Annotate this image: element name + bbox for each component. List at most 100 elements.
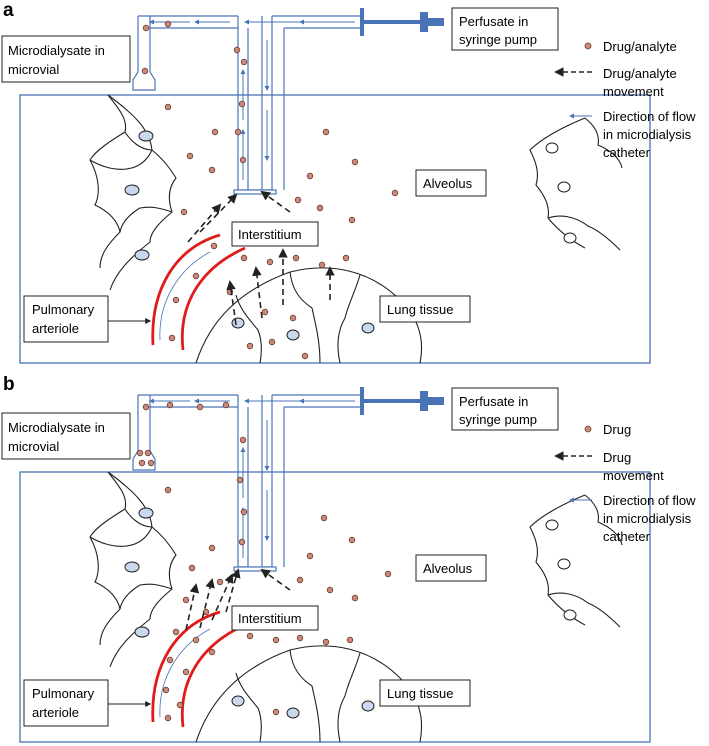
panel-b: b bbox=[1, 374, 696, 743]
cell-nucleus bbox=[138, 507, 154, 519]
drug-dot-icon bbox=[164, 20, 172, 28]
drug-dot-icon bbox=[296, 634, 304, 642]
lung-tissue-box bbox=[379, 679, 471, 707]
legend-flow-label: catheter bbox=[603, 529, 651, 544]
perfusate-label: Perfusate in bbox=[459, 394, 528, 409]
legend-dot-label: Drug/analyte bbox=[603, 39, 677, 54]
drug-movement-arrows bbox=[185, 568, 291, 631]
drug-dot-icon bbox=[326, 586, 334, 594]
cell-nucleus bbox=[138, 130, 154, 142]
drug-dot-icon bbox=[162, 686, 170, 694]
lung-tissue-box bbox=[379, 295, 471, 323]
microvial-label: Microdialysate in bbox=[8, 43, 105, 58]
cell-nucleus bbox=[286, 707, 300, 719]
legend: Drug Drug movement Direction of flow in … bbox=[554, 422, 696, 544]
drug-dot-icon bbox=[346, 636, 354, 644]
alveolus-box bbox=[415, 169, 487, 197]
drug-dot-icon bbox=[240, 508, 248, 516]
cell-nucleus bbox=[231, 317, 245, 329]
syringe-icon bbox=[360, 387, 444, 415]
cell-nucleus bbox=[557, 558, 571, 570]
cell-nuclei-bottom bbox=[231, 695, 375, 719]
drug-dot-icon bbox=[188, 564, 196, 572]
alveolus-label: Alveolus bbox=[423, 561, 473, 576]
legend-move-label: Drug bbox=[603, 450, 631, 465]
cell-nucleus bbox=[286, 329, 300, 341]
drug-dot-icon bbox=[172, 628, 180, 636]
drug-dot-icon bbox=[138, 459, 146, 467]
drug-dot-icon bbox=[192, 636, 200, 644]
drug-dot-icon bbox=[240, 254, 248, 262]
drug-dot-icon bbox=[142, 24, 150, 32]
microvial-label: microvial bbox=[8, 62, 59, 77]
drug-dot-icon bbox=[164, 714, 172, 722]
cell-nucleus bbox=[563, 609, 577, 621]
drug-dot-icon bbox=[208, 544, 216, 552]
drug-dot-icon bbox=[182, 596, 190, 604]
drug-dot-icon bbox=[208, 648, 216, 656]
alveolus-box bbox=[415, 554, 487, 582]
drug-dot-icon bbox=[272, 708, 280, 716]
drug-dot-icon bbox=[239, 156, 247, 164]
drug-dot-icon bbox=[351, 158, 359, 166]
cell-nuclei-left bbox=[124, 130, 154, 261]
interstitium-label: Interstitium bbox=[238, 227, 302, 242]
drug-dot-icon bbox=[147, 459, 155, 467]
microvial-box bbox=[1, 35, 131, 83]
drug-dot-icon bbox=[186, 152, 194, 160]
drug-dot-icon bbox=[180, 208, 188, 216]
panel-letter: b bbox=[3, 374, 15, 395]
drug-dot-icon bbox=[266, 258, 274, 266]
cell-nuclei-right bbox=[545, 142, 577, 244]
drug-dot-icon bbox=[172, 296, 180, 304]
perfusate-label: syringe pump bbox=[459, 32, 537, 47]
drug-dot-icon bbox=[246, 342, 254, 350]
alveolus-left bbox=[89, 94, 177, 291]
cell-nucleus bbox=[124, 561, 140, 573]
interstitium-box bbox=[231, 221, 319, 247]
lung-tissue-label: Lung tissue bbox=[387, 302, 454, 317]
drug-dot-icon bbox=[238, 538, 246, 546]
drug-dot-icon bbox=[268, 338, 276, 346]
perfusate-label: Perfusate in bbox=[459, 14, 528, 29]
cell-nucleus bbox=[361, 700, 375, 712]
cell-nucleus bbox=[545, 519, 559, 531]
drug-dot-icon bbox=[322, 128, 330, 136]
microvial-box bbox=[1, 412, 131, 460]
drug-dot-icon bbox=[261, 308, 269, 316]
interstitium-label: Interstitium bbox=[238, 611, 302, 626]
drug-dot-icon bbox=[272, 636, 280, 644]
drug-dot-icon bbox=[296, 576, 304, 584]
drug-dot-icon bbox=[236, 476, 244, 484]
drug-dot-icon bbox=[306, 552, 314, 560]
cell-nucleus bbox=[124, 184, 140, 196]
arteriole-label: Pulmonary bbox=[32, 686, 95, 701]
drug-dot-icon bbox=[192, 272, 200, 280]
alveolus-right bbox=[529, 117, 623, 251]
cell-nuclei-bottom bbox=[231, 317, 375, 341]
legend-flow-label: in microdialysis bbox=[603, 127, 692, 142]
alveolus-label: Alveolus bbox=[423, 176, 473, 191]
tissue-frame bbox=[19, 94, 651, 364]
drug-dot-icon bbox=[141, 67, 149, 75]
syringe-icon bbox=[360, 8, 444, 36]
drug-dot-icon bbox=[216, 578, 224, 586]
drug-dot-icon bbox=[239, 436, 247, 444]
drug-dot-icon bbox=[292, 254, 300, 262]
flow-arrows bbox=[149, 398, 355, 558]
cell-nucleus bbox=[557, 181, 571, 193]
perfusate-box bbox=[451, 7, 559, 51]
cell-nuclei-right bbox=[545, 519, 577, 621]
drug-dot-icon bbox=[342, 254, 350, 262]
drug-dot-icon bbox=[351, 594, 359, 602]
legend-move-label: movement bbox=[603, 468, 664, 483]
drug-dot-icon bbox=[202, 608, 210, 616]
panel-letter: a bbox=[3, 0, 14, 21]
cell-nuclei-left bbox=[124, 507, 154, 638]
drug-dot-icon bbox=[294, 196, 302, 204]
arteriole-label: arteriole bbox=[32, 321, 79, 336]
panel-a: a bbox=[1, 0, 696, 364]
drug-dot-icon bbox=[306, 172, 314, 180]
drug-dot-icon bbox=[176, 701, 184, 709]
